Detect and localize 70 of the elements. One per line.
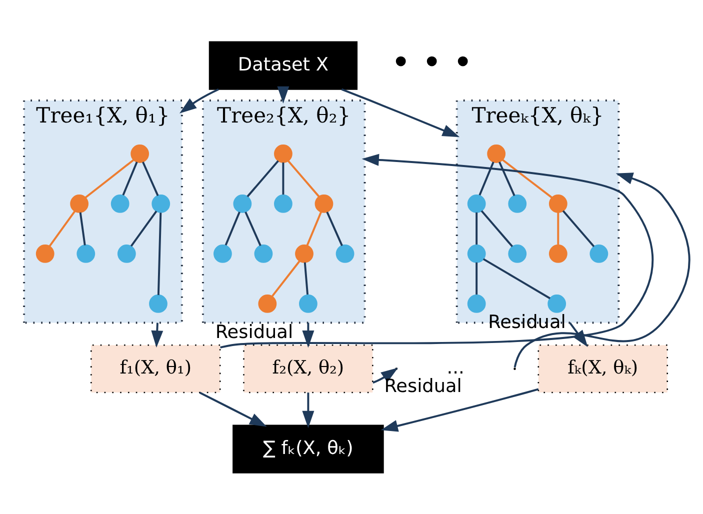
- node-circle: [149, 294, 168, 313]
- node-circle: [548, 244, 568, 263]
- connector: [130, 210, 158, 247]
- connector: [502, 158, 553, 198]
- arrow: [151, 322, 164, 348]
- connector: [272, 260, 300, 297]
- connector: [282, 162, 284, 195]
- connector: [557, 212, 560, 245]
- arrow: [302, 322, 314, 348]
- connector: [224, 212, 240, 246]
- connector: [157, 212, 162, 296]
- node-circle: [467, 194, 486, 213]
- node-circle: [467, 244, 486, 263]
- arrow: [277, 86, 290, 104]
- connector: [142, 162, 159, 196]
- node-circle: [314, 194, 334, 213]
- node-circle: [548, 294, 566, 313]
- connector: [79, 212, 86, 246]
- connector: [287, 160, 320, 198]
- node-circle: [70, 194, 89, 213]
- connector: [498, 162, 516, 196]
- node-circle: [76, 244, 96, 263]
- node-box: fₖ(X, θₖ): [538, 344, 668, 394]
- connector: [478, 162, 494, 196]
- node-circle: [336, 244, 354, 263]
- connector: [306, 212, 322, 246]
- node-circle: [130, 144, 150, 163]
- node-circle: [487, 144, 506, 163]
- connector: [562, 210, 595, 248]
- node-circle: [110, 194, 130, 213]
- node-circle: [590, 244, 608, 263]
- node-circle: [36, 244, 54, 263]
- arrow: [302, 392, 314, 428]
- connector: [48, 210, 76, 247]
- cluster: Tree₁{X, θ₁}: [23, 99, 183, 324]
- arrow: [380, 388, 539, 432]
- arrow: [341, 88, 460, 138]
- arrow: [514, 172, 690, 368]
- connector: [476, 262, 478, 295]
- node-circle: [152, 194, 170, 213]
- node-box: f₁(X, θ₁): [90, 344, 221, 394]
- label: • • •: [390, 42, 473, 83]
- connector: [326, 212, 343, 246]
- node-circle: [258, 294, 277, 313]
- node-box: f₂(X, θ₂): [243, 344, 374, 394]
- node-box: ∑ fₖ(X, θₖ): [232, 424, 384, 474]
- connector: [122, 162, 138, 196]
- node-circle: [117, 244, 136, 263]
- connector: [84, 159, 134, 198]
- connector: [304, 262, 309, 295]
- edge-label: Residual: [215, 322, 294, 343]
- node-circle: [274, 144, 292, 163]
- node-circle: [508, 244, 527, 263]
- connector: [482, 258, 550, 300]
- node-circle: [233, 194, 252, 213]
- arrow: [180, 88, 219, 114]
- node-circle: [295, 244, 314, 263]
- cluster: Tree₂{X, θ₂}: [202, 99, 366, 324]
- node-circle: [548, 194, 568, 213]
- arrow: [199, 392, 267, 427]
- node-circle: [213, 244, 232, 263]
- node-circle: [254, 244, 273, 263]
- node-circle: [274, 194, 292, 213]
- node-circle: [467, 294, 486, 313]
- node-circle: [508, 194, 527, 213]
- connector: [244, 212, 262, 246]
- connector: [246, 160, 279, 198]
- connector: [480, 210, 514, 248]
- node-circle: [299, 294, 318, 313]
- connector: [476, 212, 478, 245]
